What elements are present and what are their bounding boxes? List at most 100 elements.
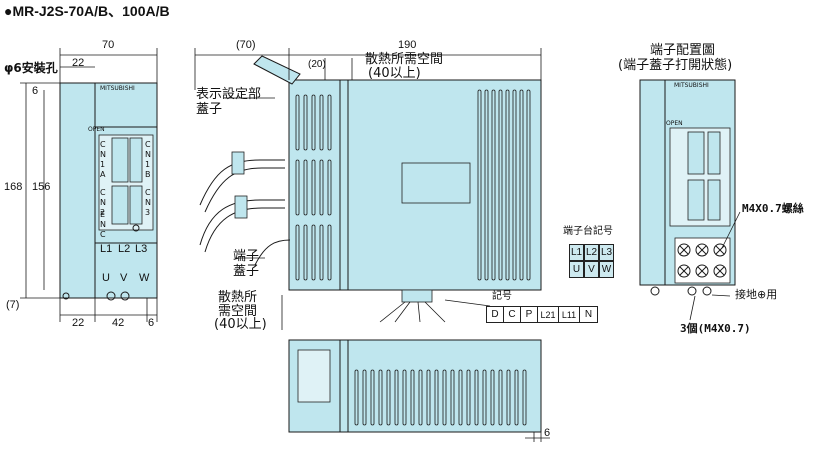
screw-icon: [106, 291, 116, 301]
heat-space-bot-2: 需空間: [218, 304, 258, 319]
vent-slot: [319, 224, 324, 281]
vent-slot: [514, 369, 519, 426]
symbol-label: 記号: [492, 291, 512, 302]
vent-slot: [526, 89, 531, 281]
bottom-view: [288, 339, 550, 442]
tb-cell-v: V: [584, 261, 599, 278]
page-title: ●MR-J2S-70A/B、100A/B: [4, 3, 170, 19]
screw-label: M4X0.7螺絲: [742, 202, 804, 215]
terminal-screw-icon: [677, 243, 691, 257]
tb-cell-w: W: [599, 261, 614, 278]
front-brand: MITSUBISHI: [100, 85, 135, 92]
vent-slot: [354, 369, 359, 426]
vent-slot: [327, 224, 332, 281]
front-term-l1: L1: [100, 243, 113, 255]
front-enc-label: ENC: [100, 210, 106, 239]
sym-cell-c: C: [503, 306, 521, 323]
vent-slot: [506, 369, 511, 426]
vent-slot: [327, 159, 332, 216]
front-term-l3: L3: [135, 243, 148, 255]
heat-space-bot-3: (40以上): [214, 317, 267, 332]
vent-slot: [491, 89, 496, 281]
vent-slot: [311, 224, 316, 281]
vent-slot: [498, 89, 503, 281]
vent-slot: [295, 159, 300, 216]
vent-slot: [450, 369, 455, 426]
front-bottom-w3: 6: [148, 317, 155, 329]
right-open-label: OPEN: [666, 120, 683, 127]
vent-slot: [402, 369, 407, 426]
vent-slot: [319, 94, 324, 151]
tb-cell-l3: L3: [599, 244, 614, 261]
vent-slot: [394, 369, 399, 426]
vent-slot: [295, 94, 300, 151]
terminal-screw-icon: [713, 264, 727, 278]
terminal-block-title: 端子台記号: [563, 226, 613, 237]
front-height-outer-dim: 168: [4, 181, 23, 193]
vent-slot: [303, 224, 308, 281]
vent-slot: [418, 369, 423, 426]
vent-slot: [303, 159, 308, 216]
vent-slot: [327, 94, 332, 151]
terminal-screw-icon: [677, 264, 691, 278]
front-cn1a-label: CN1A: [100, 140, 106, 179]
tb-cell-u: U: [569, 261, 584, 278]
vent-slot: [522, 369, 527, 426]
heat-space-top-1: 散熱所需空間: [365, 52, 444, 67]
vent-slot: [442, 369, 447, 426]
right-title-1: 端子配置圖: [650, 43, 716, 58]
terminal-screw-icon: [695, 243, 709, 257]
screw-icon: [120, 291, 130, 301]
front-term-w: W: [139, 272, 150, 284]
vent-slot: [319, 159, 324, 216]
front-hole-offset-dim: 22: [72, 57, 85, 69]
vent-slot: [498, 369, 503, 426]
vent-slot: [386, 369, 391, 426]
sym-cell-d: D: [486, 306, 504, 323]
vent-slot: [484, 89, 489, 281]
vent-slot: [378, 369, 383, 426]
count-label: 3個(M4X0.7): [680, 322, 751, 335]
sym-cell-l11: L11: [558, 306, 580, 323]
term-cover-label-1: 端子: [233, 249, 260, 264]
vent-slot: [477, 89, 482, 281]
front-cn3-label: CN3: [145, 188, 151, 217]
vent-slot: [458, 369, 463, 426]
vent-slot: [434, 369, 439, 426]
right-brand: MITSUBISHI: [674, 82, 709, 89]
front-bottom-w1: 22: [72, 317, 85, 329]
front-term-v: V: [120, 272, 128, 284]
vent-slot: [482, 369, 487, 426]
vent-slot: [303, 94, 308, 151]
vent-slot: [370, 369, 375, 426]
terminal-screw-icon: [713, 243, 727, 257]
vent-slot: [295, 224, 300, 281]
right-title-2: (端子蓋子打開狀態): [618, 58, 733, 73]
front-width-dim: 70: [102, 39, 115, 51]
front-cn1b-label: CN1B: [145, 140, 151, 179]
front-bottom-gap-dim: (7): [6, 299, 20, 311]
heat-space-bot-1: 散熱所: [218, 290, 258, 305]
tb-cell-l2: L2: [584, 244, 599, 261]
sym-cell-l21: L21: [537, 306, 559, 323]
vent-slot: [311, 159, 316, 216]
right-view: [639, 79, 741, 321]
front-bottom-w2: 42: [112, 317, 125, 329]
side-top-gap-dim: (20): [308, 59, 326, 70]
heat-space-top-2: (40以上): [368, 66, 421, 81]
vent-slot: [505, 89, 510, 281]
front-term-u: U: [102, 272, 110, 284]
hole-label: φ6安裝孔: [4, 61, 58, 75]
side-view: [194, 48, 542, 330]
term-cover-label-2: 蓋子: [233, 264, 260, 279]
vent-slot: [466, 369, 471, 426]
front-term-l2: L2: [118, 243, 131, 255]
vent-slot: [362, 369, 367, 426]
front-open-label: OPEN: [88, 126, 105, 133]
vent-slot: [519, 89, 524, 281]
vent-slot: [426, 369, 431, 426]
terminal-screw-icon: [695, 264, 709, 278]
cover-label-1: 表示設定部: [196, 87, 262, 102]
side-left-dim: (70): [236, 39, 256, 51]
